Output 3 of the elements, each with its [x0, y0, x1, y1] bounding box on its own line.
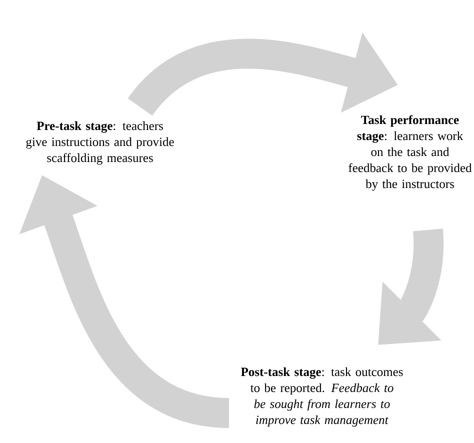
- stage-text: Post-task stage: task outcomes to be reported. Feedback to be sought from learners to improve task management: [240, 367, 403, 427]
- stage-text: Pre-task stage: teachers give instructions and provide scaffolding measures: [26, 121, 174, 165]
- stage-text: Task performance stage: learners work on the task and feedback to be provided by the instructors: [348, 115, 472, 191]
